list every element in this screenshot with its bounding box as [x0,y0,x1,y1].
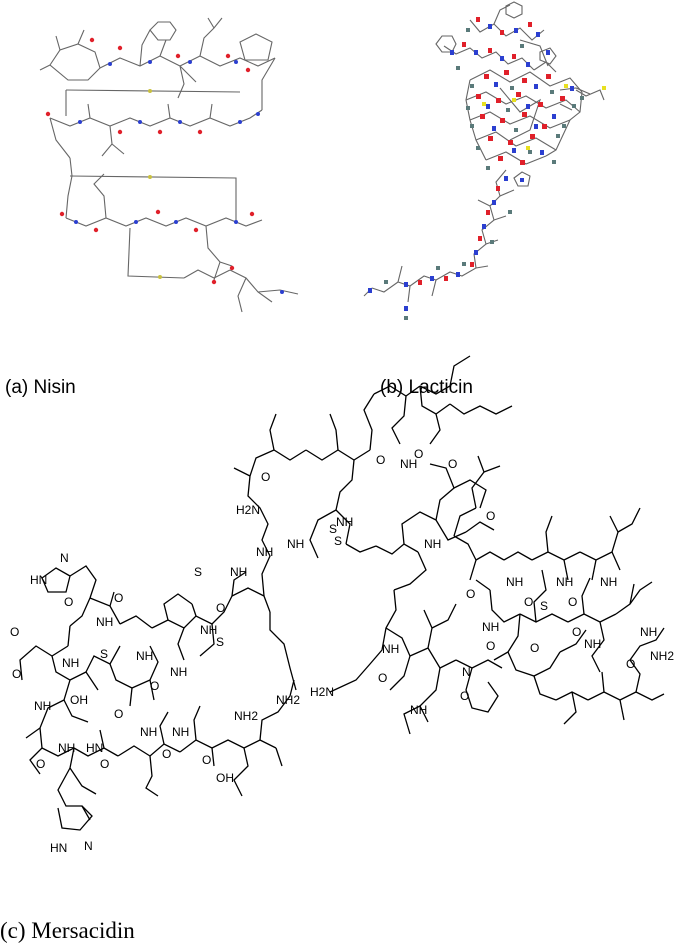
atom-label-nh2: NH2 [650,649,674,663]
atom-label-nh: NH [506,575,523,589]
atom-label-o: O [466,587,475,601]
atom-label-s: S [540,599,548,613]
atom-label-hn: HN [86,741,103,755]
atom-label-o: O [572,625,581,639]
atom-label-nh: NH [400,457,417,471]
atom-label-o: O [202,753,211,767]
lacticin-carbon-atoms [384,28,584,320]
atom-label-n: N [84,839,93,853]
atom-label-o: O [216,601,225,615]
mersacidin-structure [19,355,665,831]
atom-label-o: O [10,625,19,639]
atom-label-nh: NH [96,615,113,629]
atom-label-o: O [12,667,21,681]
nisin-oxygen-atoms [45,37,255,285]
lacticin-oxygen-atoms [418,17,565,285]
atom-label-nh: NH [62,656,79,670]
atom-label-o: O [460,689,469,703]
atom-label-n: N [462,665,471,679]
caption-nisin: (a) Nisin [5,377,76,398]
nisin-sulfur-atoms [148,89,162,279]
atom-label-oh: OH [216,771,234,785]
mersacidin-atom-labels: H2N O S O NH O NH NH NH NH S O O O NH NH… [10,447,674,855]
atom-label-o: O [261,470,270,484]
lacticin-nitrogen-atoms [368,24,574,311]
atom-label-nh: NH [600,575,617,589]
atom-label-o: O [100,757,109,771]
atom-label-nh: NH [584,637,601,651]
atom-label-o: O [114,707,123,721]
atom-label-o: O [378,671,387,685]
atom-label-nh: NH [230,565,247,579]
atom-label-nh: NH [382,642,399,656]
atom-label-oh: OH [70,693,88,707]
atom-label-nh2: NH2 [234,709,258,723]
atom-label-o: O [162,747,171,761]
atom-label-o: O [486,639,495,653]
atom-label-nh: NH [136,649,153,663]
atom-label-nh: NH [58,741,75,755]
lacticin-structure [363,1,606,320]
atom-label-nh: NH [410,703,427,717]
atom-label-nh: NH [424,537,441,551]
atom-label-o: O [150,679,159,693]
atom-label-o: O [530,641,539,655]
caption-mersacidin: (c) Mersacidin [0,918,135,943]
atom-label-h2n: H2N [310,685,334,699]
atom-label-nh: NH [34,699,51,713]
atom-label-o: O [486,509,495,523]
atom-label-o: O [114,591,123,605]
atom-label-nh: NH [482,620,499,634]
atom-label-h2n-top: H2N [236,503,260,517]
nisin-nitrogen-atoms [74,60,284,294]
atom-label-s: S [100,647,108,661]
atom-label-n: N [60,551,69,565]
atom-label-o: O [626,657,635,671]
atom-label-o: O [448,457,457,471]
atom-label-nh: NH [287,537,304,551]
atom-label-nh: NH [172,725,189,739]
atom-label-hn: HN [50,841,67,855]
atom-label-nh: NH [140,725,157,739]
lacticin-sulfur-atoms [482,84,606,150]
atom-label-nh: NH [336,515,353,529]
atom-label-nh: NH [200,623,217,637]
atom-label-s: S [329,522,337,536]
atom-label-o: O [524,595,533,609]
atom-label-hn: HN [30,573,47,587]
caption-lacticin: (b) Lacticin [380,377,473,398]
atom-label-s: S [334,534,342,548]
nisin-structure [39,17,299,313]
atom-label-o: O [414,447,423,461]
atom-label-nh: NH [640,625,657,639]
atom-label-o: O [568,595,577,609]
atom-label-nh: NH [170,665,187,679]
atom-label-s: S [216,635,224,649]
atom-label-s: S [194,565,202,579]
atom-label-nh: NH [256,545,273,559]
atom-label-o: O [36,757,45,771]
atom-label-nh2: NH2 [276,693,300,707]
atom-label-o: O [64,595,73,609]
atom-label-nh: NH [556,575,573,589]
atom-label-o: O [376,453,385,467]
